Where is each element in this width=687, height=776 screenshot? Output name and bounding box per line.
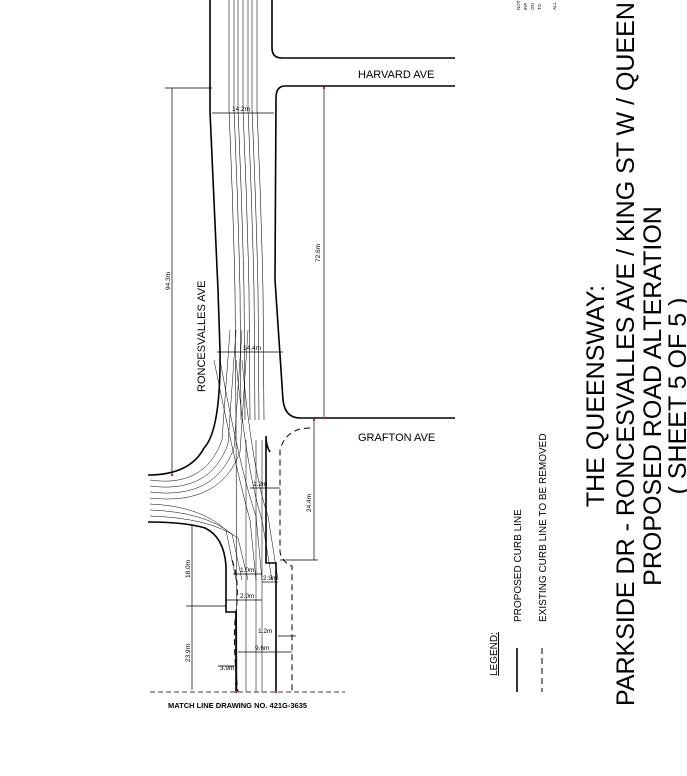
dim-label: 3.9m	[220, 665, 234, 672]
dim-label: 72.6m	[315, 244, 322, 262]
svg-text:INF: INF	[523, 3, 528, 11]
dimension-lines	[165, 87, 325, 690]
dim-label: 1.0m	[240, 567, 254, 574]
svg-text:ON: ON	[530, 3, 535, 10]
dim-label: 14.2m	[232, 106, 250, 113]
curb-southwest-corner	[147, 521, 237, 692]
curb-harvard-grafton-block	[274, 85, 455, 419]
legend: LEGEND: PROPOSED CURB LINE EXISTING CURB…	[489, 433, 549, 692]
legend-proposed-label: PROPOSED CURB LINE	[513, 509, 524, 622]
curb-roncesvalles-west	[147, 0, 221, 476]
dim-label: 24.4m	[306, 494, 313, 512]
dim-label: 1.2m	[258, 628, 272, 635]
dim-label: 23.9m	[185, 644, 192, 662]
title-block: THE QUEENSWAY: PARKSIDE DR - RONCESVALLE…	[582, 2, 687, 706]
legend-existing-label: EXISTING CURB LINE TO BE REMOVED	[538, 433, 549, 622]
title-line-3: PROPOSED ROAD ALTERATION	[639, 206, 667, 586]
dim-label: 18.0m	[185, 560, 192, 578]
legend-heading: LEGEND:	[489, 632, 500, 676]
svg-text:NOT: NOT	[516, 0, 521, 10]
curb-east-south	[265, 435, 277, 692]
track-curves	[149, 329, 279, 581]
lane-lines	[228, 0, 265, 693]
svg-text:ALL: ALL	[552, 1, 557, 10]
title-line-2: PARKSIDE DR - RONCESVALLES AVE / KING ST…	[612, 2, 640, 706]
curb-harvard-north	[271, 0, 455, 59]
title-line-1: THE QUEENSWAY:	[582, 285, 610, 507]
dim-label: 2.0m	[240, 593, 254, 600]
dim-label: 1.2m	[253, 481, 267, 488]
match-line-label: MATCH LINE DRAWING NO. 421G-3635	[168, 701, 307, 710]
proposed-curb-lines	[147, 0, 455, 692]
street-label-grafton: GRAFTON AVE	[358, 432, 435, 444]
dim-label: 14.4m	[243, 345, 261, 352]
street-label-harvard: HARVARD AVE	[358, 69, 434, 81]
dim-label: 94.3m	[165, 272, 172, 290]
title-line-4: ( SHEET 5 OF 5 )	[664, 298, 687, 495]
dim-label: 2.9m	[263, 575, 277, 582]
street-label-roncesvalles: RONCESVALLES AVE	[196, 281, 208, 392]
existing-curb-east	[279, 427, 311, 692]
dimension-ticks	[170, 86, 326, 694]
notes-fragment: NOT INF ON TO ALL	[516, 0, 557, 10]
dim-label: 9.6m	[255, 645, 269, 652]
svg-text:TO: TO	[537, 3, 542, 10]
